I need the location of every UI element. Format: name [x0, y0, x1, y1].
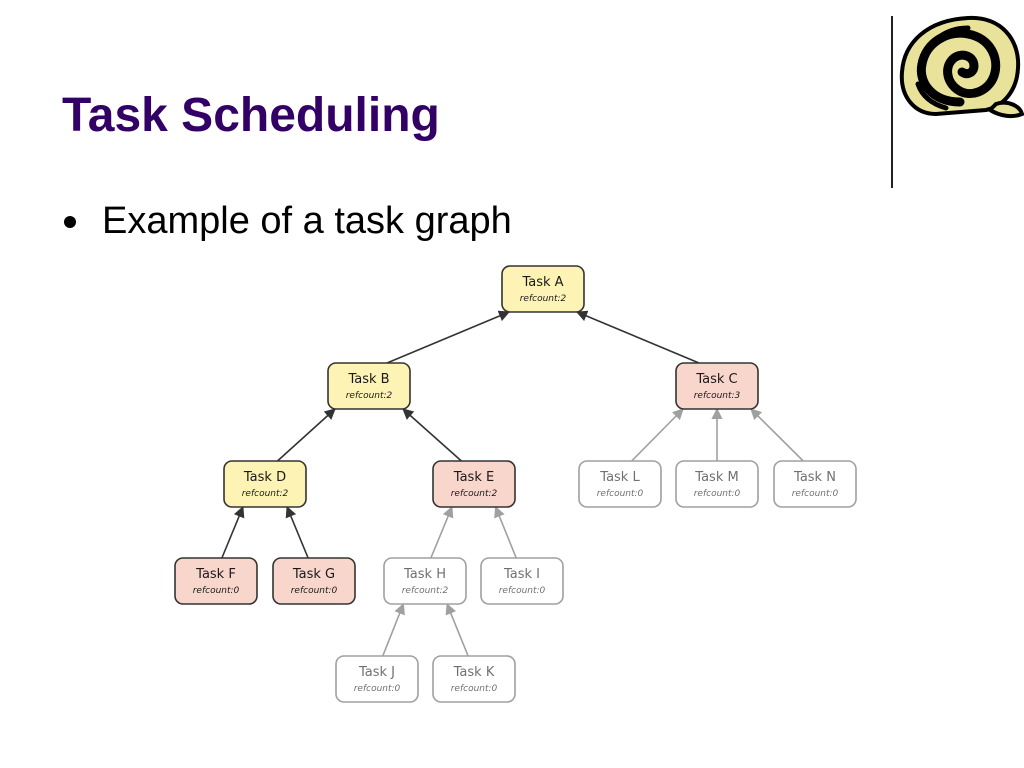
- task-node-box: [327, 362, 411, 410]
- bullet-icon: [64, 215, 76, 228]
- task-node-f: Task F refcount:0: [174, 557, 258, 605]
- task-node-refcount: refcount:0: [597, 489, 644, 499]
- task-node-refcount: refcount:3: [694, 391, 741, 401]
- task-node-a: Task A refcount:2: [501, 265, 585, 313]
- task-node-box: [174, 557, 258, 605]
- task-node-n: Task N refcount:0: [773, 460, 857, 508]
- task-node-refcount: refcount:2: [402, 586, 449, 596]
- task-node-label: Task N: [793, 470, 836, 485]
- edge-l-to-c: [631, 408, 684, 462]
- task-node-label: Task M: [694, 470, 738, 485]
- task-node-refcount: refcount:2: [346, 391, 393, 401]
- task-node-box: [335, 655, 419, 703]
- task-node-g: Task G refcount:0: [272, 557, 356, 605]
- task-node-d: Task D refcount:2: [223, 460, 307, 508]
- task-node-m: Task M refcount:0: [675, 460, 759, 508]
- task-node-label: Task A: [521, 275, 563, 290]
- task-node-refcount: refcount:0: [694, 489, 741, 499]
- slide-title: Task Scheduling: [62, 89, 440, 142]
- bullet-text: Example of a task graph: [102, 200, 512, 242]
- task-node-refcount: refcount:0: [499, 586, 546, 596]
- task-node-box: [578, 460, 662, 508]
- edge-d-to-b: [276, 408, 336, 462]
- task-node-refcount: refcount:0: [451, 684, 498, 694]
- task-node-b: Task B refcount:2: [327, 362, 411, 410]
- task-node-refcount: refcount:0: [354, 684, 401, 694]
- edge-f-to-d: [221, 505, 245, 559]
- edge-b-to-a: [386, 310, 511, 364]
- task-node-refcount: refcount:0: [792, 489, 839, 499]
- task-node-box: [480, 557, 564, 605]
- task-node-box: [773, 460, 857, 508]
- header-divider: [891, 16, 893, 188]
- task-node-label: Task E: [453, 470, 494, 485]
- task-node-j: Task J refcount:0: [335, 655, 419, 703]
- task-node-label: Task I: [503, 567, 540, 582]
- task-node-refcount: refcount:2: [451, 489, 498, 499]
- task-node-box: [432, 655, 516, 703]
- task-node-label: Task H: [403, 567, 446, 582]
- task-node-label: Task B: [347, 372, 389, 387]
- task-node-box: [383, 557, 467, 605]
- task-node-refcount: refcount:0: [193, 586, 240, 596]
- task-node-box: [675, 362, 759, 410]
- task-node-refcount: refcount:2: [520, 294, 567, 304]
- task-node-box: [432, 460, 516, 508]
- edge-g-to-d: [285, 505, 309, 559]
- task-node-label: Task K: [453, 665, 495, 680]
- task-node-label: Task C: [695, 372, 737, 387]
- task-node-e: Task E refcount:2: [432, 460, 516, 508]
- edge-e-to-b: [402, 408, 462, 462]
- task-node-label: Task G: [292, 567, 335, 582]
- task-node-label: Task D: [243, 470, 286, 485]
- edge-n-to-c: [750, 408, 804, 462]
- edge-k-to-h: [445, 602, 469, 657]
- edge-c-to-a: [575, 310, 700, 364]
- bullet-item: Example of a task graph: [64, 200, 512, 243]
- task-node-label: Task L: [599, 470, 640, 485]
- task-node-box: [223, 460, 307, 508]
- task-node-h: Task H refcount:2: [383, 557, 467, 605]
- scroll-logo-icon: [899, 15, 1024, 119]
- task-node-k: Task K refcount:0: [432, 655, 516, 703]
- task-node-box: [501, 265, 585, 313]
- task-node-refcount: refcount:2: [242, 489, 289, 499]
- task-node-refcount: refcount:0: [291, 586, 338, 596]
- task-node-i: Task I refcount:0: [480, 557, 564, 605]
- task-node-box: [675, 460, 759, 508]
- task-node-box: [272, 557, 356, 605]
- edge-h-to-e: [430, 505, 454, 559]
- task-node-c: Task C refcount:3: [675, 362, 759, 410]
- task-node-label: Task F: [195, 567, 236, 582]
- task-node-label: Task J: [358, 665, 395, 680]
- edge-j-to-h: [382, 602, 405, 657]
- task-node-l: Task L refcount:0: [578, 460, 662, 508]
- edge-i-to-e: [494, 505, 517, 559]
